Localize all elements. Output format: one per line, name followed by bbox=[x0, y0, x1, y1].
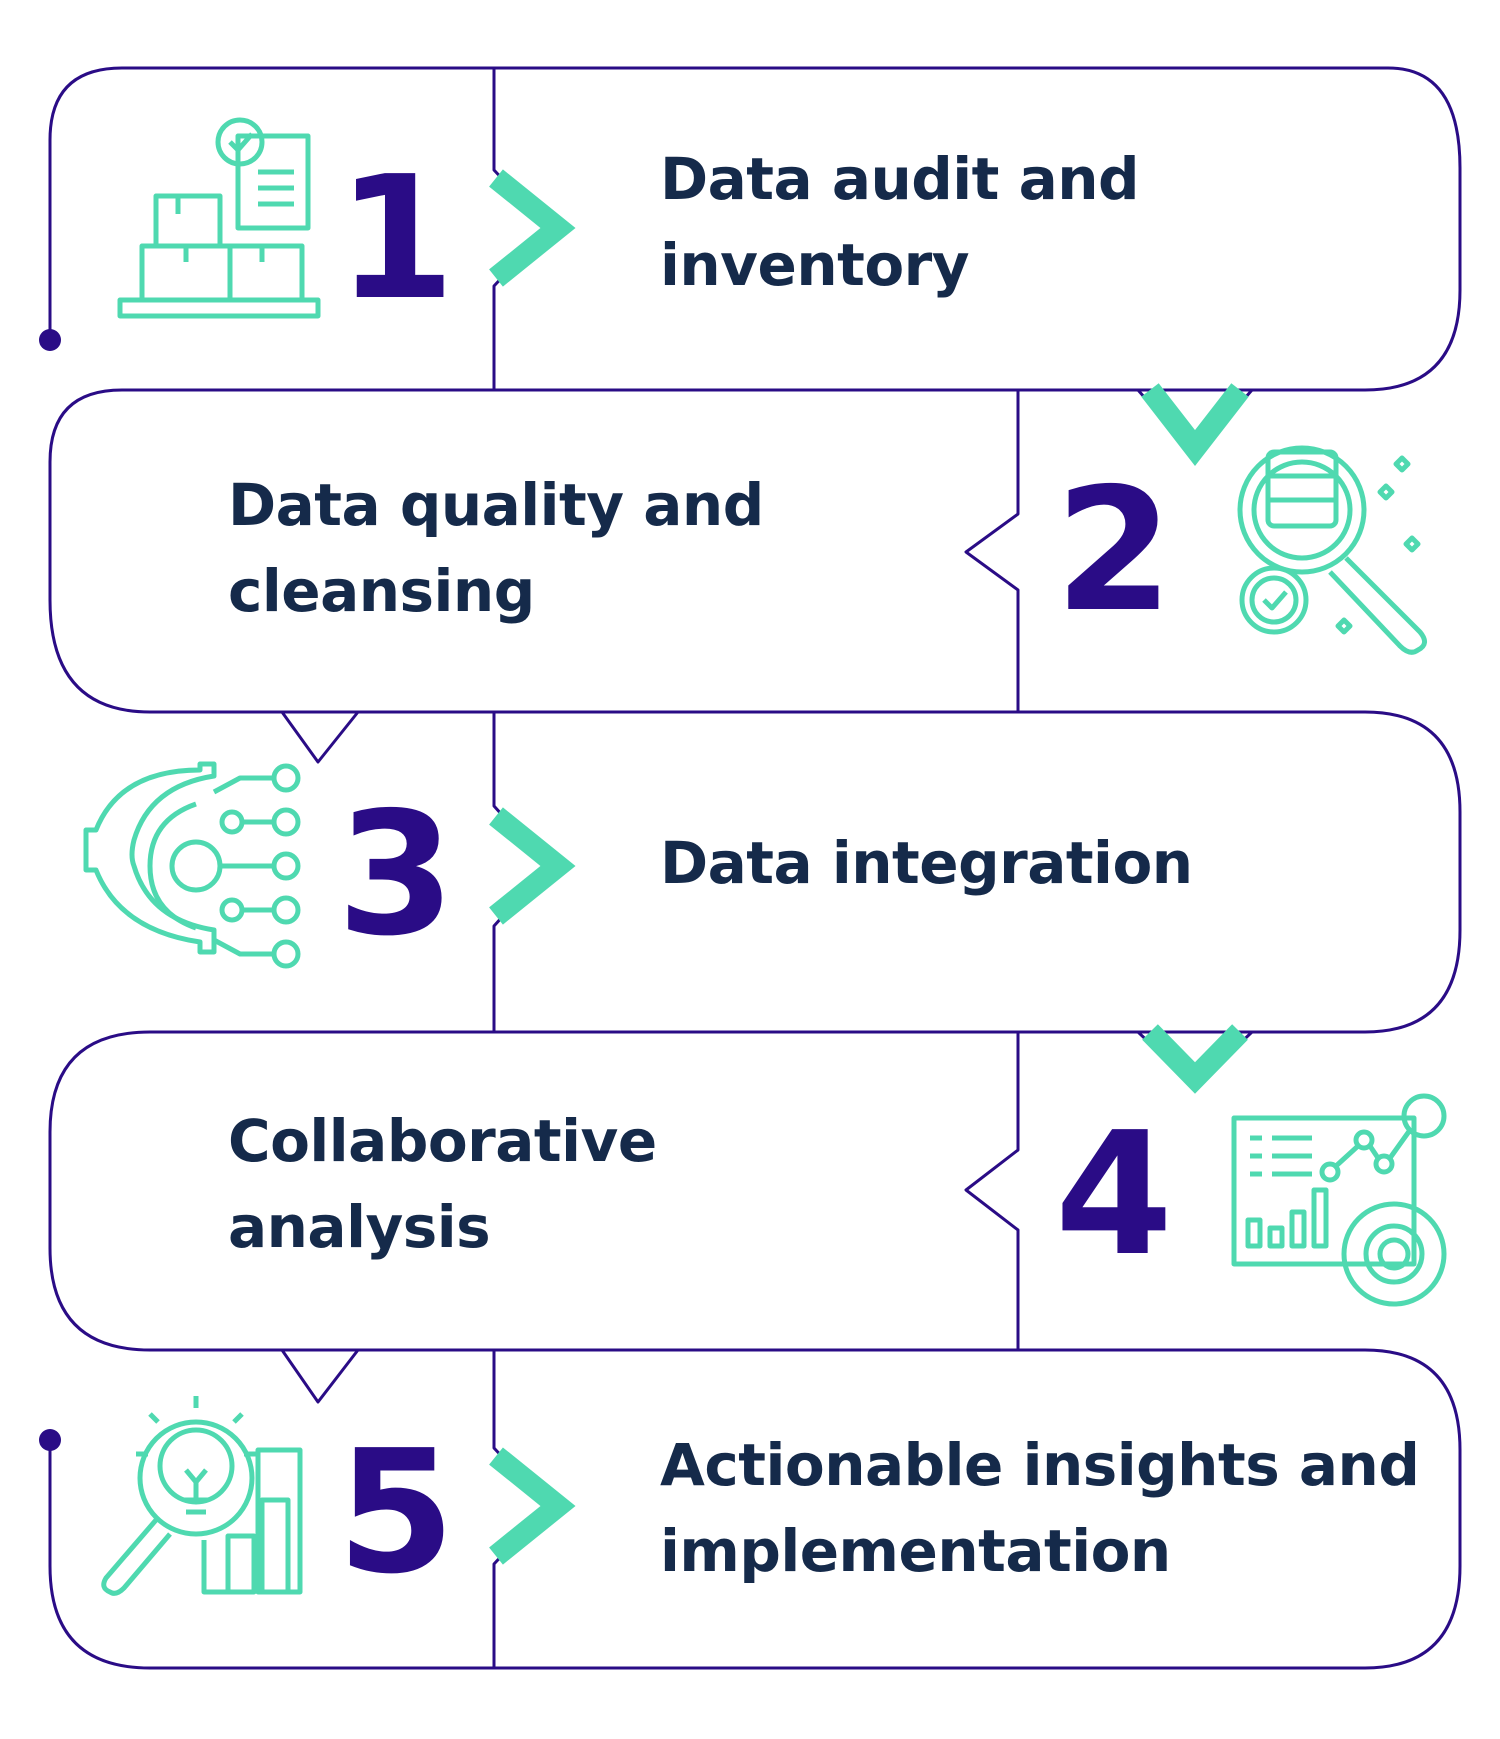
step-1-title: Data audit and inventory bbox=[660, 145, 1140, 299]
accent-chevrons bbox=[489, 169, 1249, 1565]
step-5-title: Actionable insights and implementation bbox=[660, 1431, 1420, 1585]
end-dot bbox=[39, 1429, 61, 1451]
step-4-number: 4 bbox=[1054, 1096, 1174, 1294]
step-3-number: 3 bbox=[336, 776, 456, 974]
chevron-down-icon bbox=[1141, 383, 1249, 466]
lightbulb-magnifier-bars-icon bbox=[101, 1396, 303, 1596]
step-5-number: 5 bbox=[336, 1414, 456, 1612]
gear-circuit-nodes-icon bbox=[83, 761, 301, 969]
step-3-title: Data integration bbox=[660, 829, 1193, 897]
warehouse-boxes-checklist-icon bbox=[117, 117, 321, 319]
chevron-down-icon bbox=[1142, 1024, 1248, 1094]
dashboard-analytics-icon bbox=[1231, 1093, 1447, 1307]
chevron-right-icon bbox=[489, 169, 576, 287]
step-2-title: Data quality and cleansing bbox=[228, 471, 764, 625]
step-2-number: 2 bbox=[1054, 452, 1174, 650]
step-1-number: 1 bbox=[336, 140, 456, 338]
chevron-right-icon bbox=[489, 807, 576, 925]
step-4-title: Collaborative analysis bbox=[228, 1107, 657, 1261]
start-dot bbox=[39, 329, 61, 351]
chevron-right-icon bbox=[489, 1447, 576, 1565]
server-magnifier-gear-icon bbox=[1237, 445, 1427, 655]
